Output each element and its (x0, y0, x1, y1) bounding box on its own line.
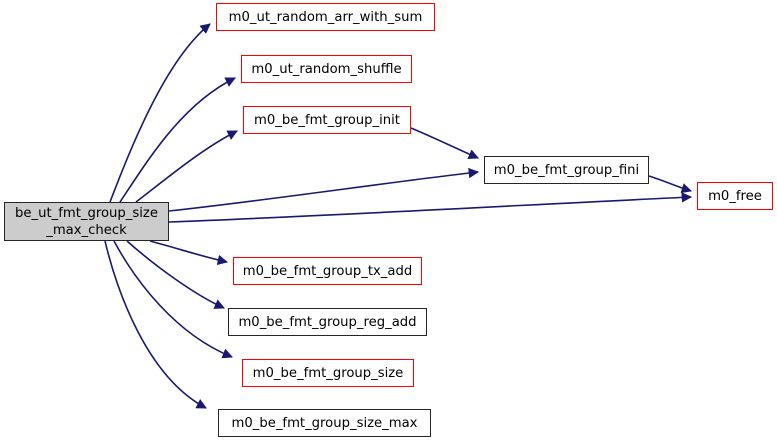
node-label: m0_be_fmt_group_size_max (231, 415, 418, 431)
node-m0-ut-random-shuffle[interactable]: m0_ut_random_shuffle (241, 55, 412, 83)
node-m0-be-fmt-group-size-max[interactable]: m0_be_fmt_group_size_max (218, 409, 431, 437)
node-m0-be-fmt-group-size[interactable]: m0_be_fmt_group_size (242, 359, 414, 387)
edge-group-init-to-group-fini (410, 127, 479, 160)
node-label: m0_free (708, 188, 762, 204)
edge-root-to-reg-add (126, 240, 225, 309)
node-label: m0_be_fmt_group_reg_add (238, 314, 417, 330)
node-be-ut-fmt-group-size-max-check[interactable]: be_ut_fmt_group_size_max_check (4, 202, 169, 241)
edge-group-fini-to-m0-free (648, 175, 692, 194)
node-label: m0_be_fmt_group_size (252, 365, 404, 381)
node-m0-be-fmt-group-init[interactable]: m0_be_fmt_group_init (243, 106, 411, 134)
node-label: m0_be_fmt_group_init (254, 112, 400, 128)
edge-root-to-arr-with-sum (109, 23, 211, 203)
node-m0-be-fmt-group-fini[interactable]: m0_be_fmt_group_fini (484, 156, 649, 184)
node-m0-be-fmt-group-reg-add[interactable]: m0_be_fmt_group_reg_add (228, 308, 427, 336)
node-label: m0_be_fmt_group_tx_add (242, 263, 413, 279)
edge-root-to-size-max (104, 240, 207, 409)
node-m0-free[interactable]: m0_free (697, 182, 773, 210)
edge-root-to-tx-add (149, 240, 229, 266)
node-label: m0_be_fmt_group_fini (493, 162, 640, 178)
edge-root-to-group-init (135, 130, 238, 203)
edge-root-to-group-fini (168, 167, 480, 212)
edge-root-to-shuffle (119, 77, 236, 203)
node-m0-be-fmt-group-tx-add[interactable]: m0_be_fmt_group_tx_add (233, 257, 422, 285)
edge-root-to-m0-free (168, 192, 693, 223)
node-m0-ut-random-arr-with-sum[interactable]: m0_ut_random_arr_with_sum (216, 3, 435, 31)
edge-root-to-group-size (113, 240, 233, 359)
node-label: m0_ut_random_arr_with_sum (228, 9, 423, 25)
node-label: be_ut_fmt_group_size_max_check (15, 205, 158, 238)
node-label: m0_ut_random_shuffle (251, 61, 402, 77)
